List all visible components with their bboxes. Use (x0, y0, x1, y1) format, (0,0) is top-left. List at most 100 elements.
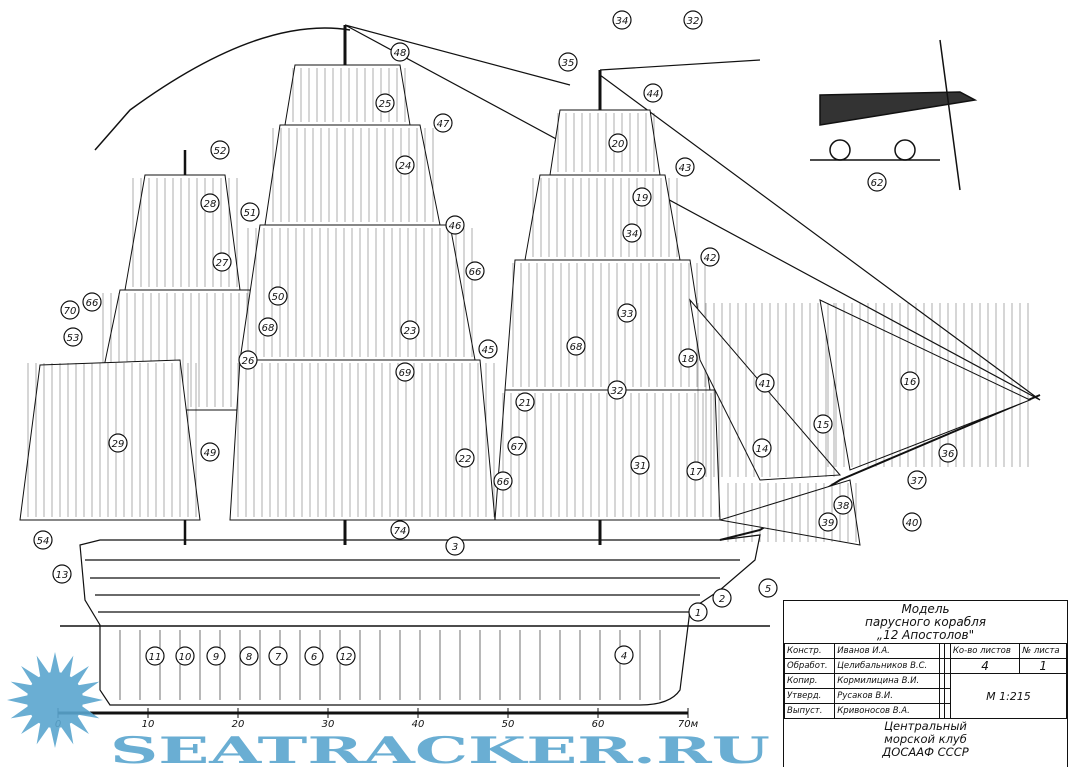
svg-text:33: 33 (621, 309, 634, 320)
callout-50: 50 (268, 286, 288, 306)
svg-text:44: 44 (647, 89, 660, 100)
svg-text:29: 29 (112, 439, 125, 450)
svg-text:26: 26 (242, 356, 255, 367)
svg-text:48: 48 (394, 48, 407, 59)
svg-text:68: 68 (570, 342, 583, 353)
callout-12: 12 (336, 646, 356, 666)
callout-6: 6 (304, 646, 324, 666)
svg-text:3: 3 (452, 542, 458, 553)
callout-16: 16 (900, 371, 920, 391)
callout-1: 1 (688, 602, 708, 622)
svg-text:66: 66 (86, 298, 99, 309)
svg-text:7: 7 (275, 652, 282, 663)
svg-text:68: 68 (262, 323, 275, 334)
callout-39: 39 (818, 512, 838, 532)
svg-text:31: 31 (634, 461, 647, 472)
svg-text:67: 67 (511, 442, 524, 453)
svg-text:4: 4 (621, 651, 627, 662)
callout-7: 7 (268, 646, 288, 666)
svg-text:37: 37 (911, 476, 924, 487)
sail (504, 259, 711, 391)
svg-text:66: 66 (469, 267, 482, 278)
svg-text:32: 32 (611, 386, 624, 397)
callout-32: 32 (607, 380, 627, 400)
svg-text:69: 69 (399, 368, 412, 379)
table-row: Утверд.Русаков В.И. (783, 688, 1067, 704)
svg-text:34: 34 (616, 16, 629, 27)
callout-48: 48 (390, 42, 410, 62)
callout-13: 13 (52, 564, 72, 584)
callout-49: 49 (200, 442, 220, 462)
callout-36: 36 (938, 443, 958, 463)
svg-text:74: 74 (394, 526, 407, 537)
svg-text:43: 43 (679, 163, 692, 174)
svg-text:62: 62 (871, 178, 884, 189)
callout-20: 20 (608, 133, 628, 153)
drawing-title: Модель парусного корабля „12 Апостолов" (864, 602, 986, 642)
callout-53: 53 (63, 327, 83, 347)
sail (229, 359, 496, 521)
svg-text:47: 47 (437, 119, 450, 130)
svg-text:1: 1 (695, 608, 701, 619)
svg-text:17: 17 (690, 467, 703, 478)
callout-15: 15 (813, 414, 833, 434)
svg-text:28: 28 (204, 199, 217, 210)
callout-26: 26 (238, 350, 258, 370)
table-row: Копир.Кормилицина В.И.М 1:215 (783, 673, 1068, 719)
svg-text:54: 54 (37, 536, 50, 547)
svg-text:40: 40 (906, 518, 919, 529)
callout-5: 5 (758, 578, 778, 598)
callout-34: 34 (622, 223, 642, 243)
svg-text:42: 42 (704, 253, 717, 264)
svg-text:9: 9 (213, 652, 219, 663)
svg-text:23: 23 (404, 326, 417, 337)
callout-70: 70 (60, 300, 80, 320)
callout-32: 32 (683, 10, 703, 30)
scale-tick-label: 10 (142, 719, 155, 730)
callout-54: 54 (33, 530, 53, 550)
callout-45: 45 (478, 339, 498, 359)
svg-text:32: 32 (687, 16, 700, 27)
svg-text:70: 70 (64, 306, 77, 317)
svg-text:27: 27 (216, 258, 229, 269)
callout-8: 8 (239, 646, 259, 666)
svg-text:41: 41 (759, 379, 772, 390)
svg-text:10: 10 (179, 652, 192, 663)
callout-66: 66 (493, 471, 513, 491)
callout-34: 34 (612, 10, 632, 30)
callout-27: 27 (212, 252, 232, 272)
callout-18: 18 (678, 348, 698, 368)
callout-35: 35 (558, 52, 578, 72)
svg-text:46: 46 (449, 221, 462, 232)
svg-text:8: 8 (246, 652, 252, 663)
callout-9: 9 (206, 646, 226, 666)
callout-66: 66 (82, 292, 102, 312)
callout-68: 68 (566, 336, 586, 356)
svg-text:5: 5 (765, 584, 771, 595)
callout-25: 25 (375, 93, 395, 113)
callout-31: 31 (630, 455, 650, 475)
sail (284, 64, 411, 126)
callout-47: 47 (433, 113, 453, 133)
scale-tick-label: 70м (678, 719, 699, 730)
svg-text:35: 35 (562, 58, 575, 69)
svg-text:45: 45 (482, 345, 495, 356)
svg-text:12: 12 (340, 652, 353, 663)
svg-text:6: 6 (311, 652, 317, 663)
scale-tick-label: 40 (412, 719, 425, 730)
callout-38: 38 (833, 495, 853, 515)
callout-10: 10 (175, 646, 195, 666)
callout-37: 37 (907, 470, 927, 490)
svg-text:49: 49 (204, 448, 217, 459)
svg-text:2: 2 (719, 594, 725, 605)
svg-text:16: 16 (904, 377, 917, 388)
callout-28: 28 (200, 193, 220, 213)
cannon-detail (810, 39, 978, 191)
callout-17: 17 (686, 461, 706, 481)
svg-text:18: 18 (682, 354, 695, 365)
